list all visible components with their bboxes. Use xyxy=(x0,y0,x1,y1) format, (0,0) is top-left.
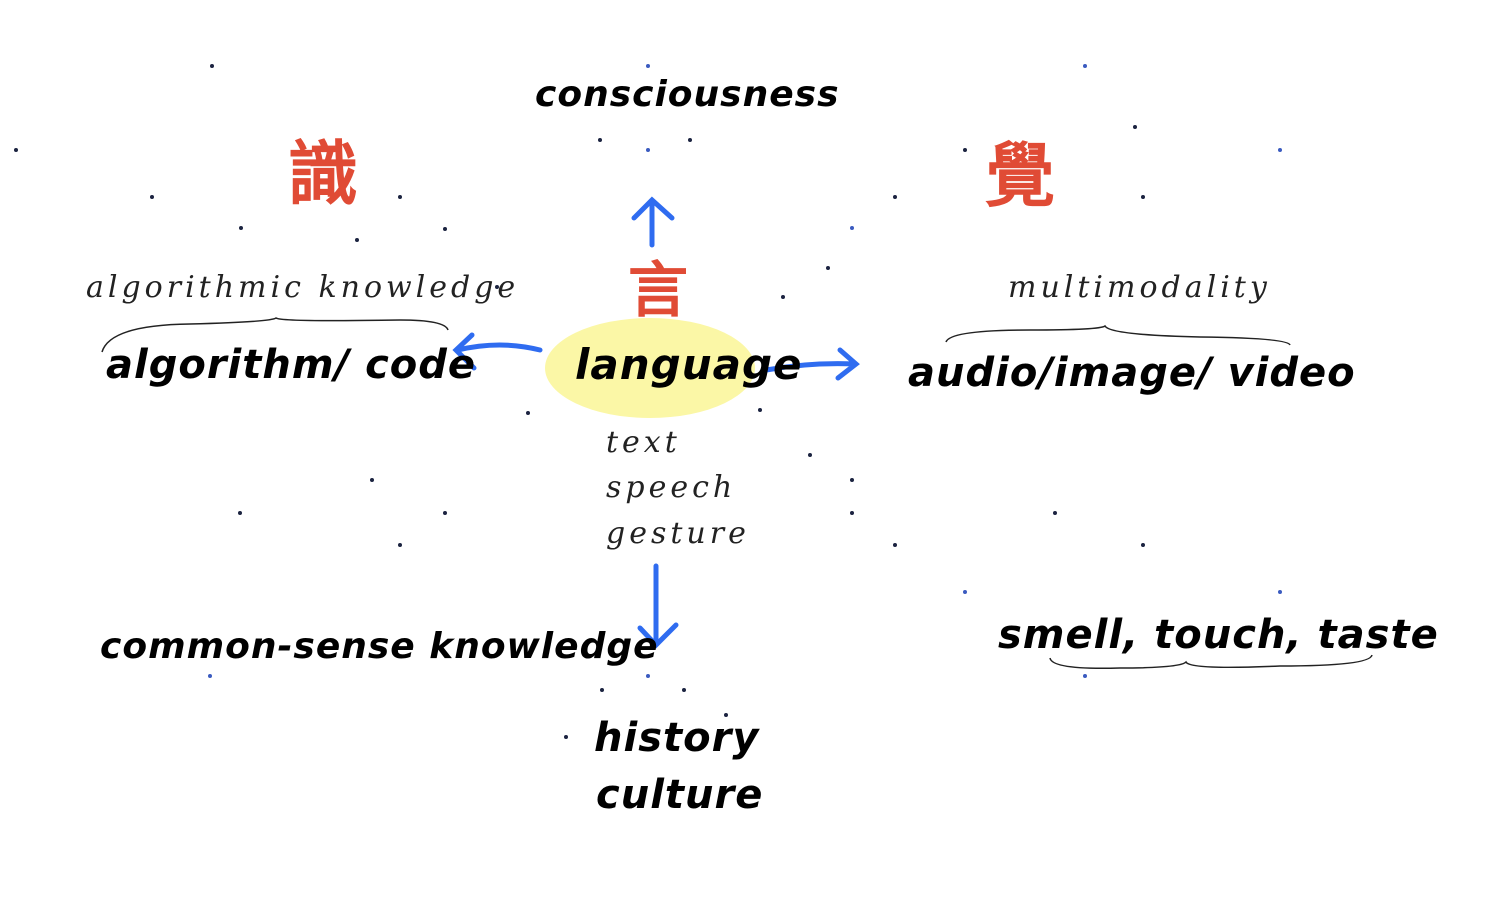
language-highlight xyxy=(545,318,755,418)
language-label: language xyxy=(575,340,803,389)
underline-brace-right xyxy=(945,324,1291,346)
mode-gesture: gesture xyxy=(606,516,750,551)
algorithmic-knowledge-label: algorithmic knowledge xyxy=(86,270,520,305)
smell-touch-taste-label: smell, touch, taste xyxy=(998,612,1439,658)
mode-speech: speech xyxy=(606,470,737,505)
arrow-right xyxy=(763,347,860,381)
mode-text: text xyxy=(606,425,681,460)
underline-brace-left xyxy=(101,317,449,353)
algorithm-code-label: algorithm/ code xyxy=(106,342,477,388)
han-speech: 言 xyxy=(628,256,688,326)
scattered-dots xyxy=(14,64,1282,739)
arrow-up xyxy=(631,196,675,248)
history-label: history xyxy=(594,715,760,761)
multimodality-label: multimodality xyxy=(1008,270,1271,305)
common-sense-label: common-sense knowledge xyxy=(100,626,659,667)
audio-image-video-label: audio/image/ video xyxy=(908,350,1356,396)
consciousness-label: consciousness xyxy=(535,74,840,115)
han-perception: 覺 xyxy=(985,134,1055,217)
arrow-down xyxy=(637,563,679,649)
culture-label: culture xyxy=(596,772,764,818)
underline-brace-smell xyxy=(1049,654,1373,670)
han-knowledge: 識 xyxy=(288,132,358,215)
arrow-left xyxy=(452,332,543,371)
